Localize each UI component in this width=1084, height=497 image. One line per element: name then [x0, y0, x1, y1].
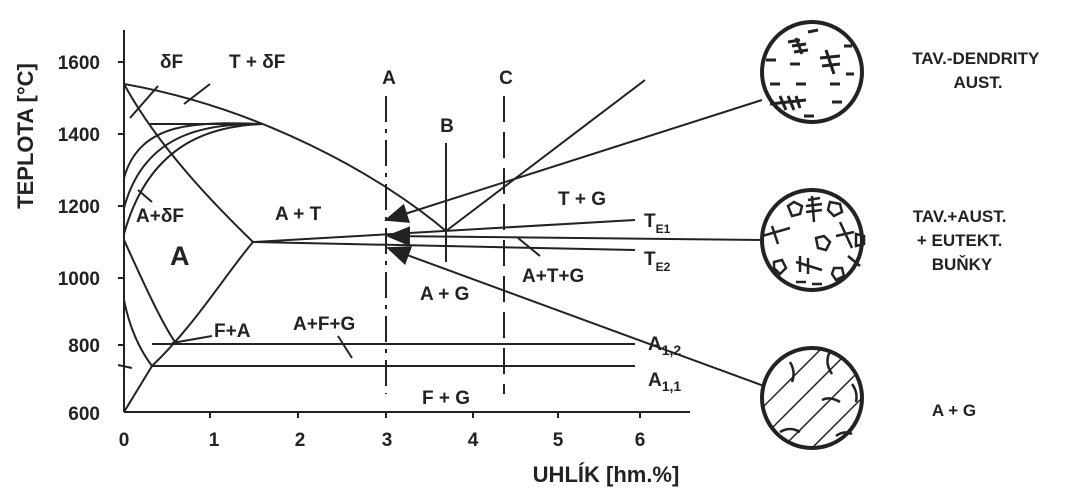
region-labels: δF T + δF A+δF A A + T T + G A+T+G A + G…	[136, 52, 606, 409]
label-a: A	[170, 241, 190, 271]
microstructure-eutectic-cells	[760, 188, 866, 292]
y-tick-label: 600	[68, 404, 100, 425]
x-tick-label: 2	[295, 430, 306, 451]
label-a12: A1,2	[648, 334, 681, 358]
y-axis-title: TEPLOTA [°C]	[13, 63, 38, 209]
liquidus-graphite	[445, 79, 646, 232]
x-tick-label: 5	[553, 430, 564, 451]
structure-arrows	[384, 99, 765, 387]
label-f-plus-g: F + G	[422, 388, 470, 409]
y-tick-label: 1400	[58, 125, 100, 146]
temperature-te2	[252, 241, 636, 251]
y-tick-label: 1200	[58, 197, 100, 218]
delta-ferrite-lower	[123, 123, 263, 235]
label-a-plus-delta-f: A+δF	[136, 206, 184, 227]
x-tick-label: 4	[468, 430, 479, 451]
x-tick-label: 0	[119, 430, 130, 451]
label-t-plus-g: T + G	[558, 189, 606, 210]
label-a11: A1,1	[648, 370, 681, 394]
caption-dendrites: TAV.-DENDRITY AUST.	[912, 49, 1044, 92]
label-te2: TE2	[644, 249, 671, 274]
ferrite-solvus	[123, 299, 153, 367]
structure-circle	[760, 20, 864, 124]
label-leader-a-plus-delta-f	[137, 189, 153, 203]
eutectic-cell-marks	[761, 195, 866, 286]
label-f-plus-a: F+A	[214, 321, 251, 342]
label-a-plus-t: A + T	[275, 204, 322, 225]
austenite-solidus	[123, 83, 254, 243]
x-tick-marks	[209, 412, 641, 418]
y-tick-labels: 600 800 1000 1200 1400 1600	[58, 53, 100, 425]
graphite-flakes	[779, 351, 858, 438]
composition-label-a: A	[382, 68, 396, 89]
y-tick-label: 1600	[58, 53, 100, 74]
a11-tick	[117, 364, 133, 369]
y-tick-label: 800	[68, 336, 100, 357]
x-axis-title: UHLÍK [hm.%]	[533, 462, 680, 487]
caption-austenite-graphite: A + G	[932, 401, 976, 420]
dendrite-marks	[766, 28, 854, 118]
x-tick-label: 3	[382, 430, 393, 451]
phase-boundaries	[117, 79, 646, 413]
microstructure-austenite-graphite	[760, 346, 864, 450]
a3-line	[123, 239, 176, 343]
composition-label-b: B	[440, 116, 454, 137]
label-a-plus-f-plus-g: A+F+G	[293, 314, 355, 335]
arrow-austenite-graphite	[386, 246, 765, 387]
composition-lines	[385, 96, 505, 394]
arrow-eutectic-cells	[386, 226, 763, 247]
delta-ferrite-tick	[129, 85, 159, 119]
composition-label-c: C	[499, 68, 513, 89]
x-tick-label: 6	[635, 430, 646, 451]
x-tick-labels: 0 1 2 3 4 5 6	[119, 430, 646, 451]
label-a-plus-g: A + G	[420, 284, 469, 305]
label-leader-f-plus-a	[171, 335, 213, 344]
temperature-labels: TE1 TE2 A1,2 A1,1	[644, 211, 681, 394]
axes: 0 1 2 3 4 5 6 600 800 1000 1200 1400 160…	[13, 30, 690, 487]
arrow-liquid-dendrites	[384, 99, 763, 223]
liquidus-left	[123, 83, 447, 232]
y-tick-marks	[118, 61, 124, 346]
temperature-te1	[252, 219, 636, 243]
y-tick-label: 1000	[58, 269, 100, 290]
composition-labels: A B C	[382, 68, 513, 137]
label-t-plus-delta-f: T + δF	[229, 52, 285, 73]
label-a-plus-t-plus-g: A+T+G	[522, 266, 584, 287]
label-te1: TE1	[644, 211, 671, 236]
caption-eutectic-cells: TAV.+AUST. + EUTEKT. BUŇKY	[913, 207, 1011, 274]
label-leader-a-plus-f-plus-g	[337, 335, 353, 359]
label-delta-f: δF	[160, 52, 183, 73]
label-leader-t-plus-delta-f	[183, 83, 211, 105]
microstructure-liquid-dendrites	[760, 20, 864, 124]
acm-line	[151, 241, 254, 367]
ferrite-boundary	[123, 365, 153, 413]
structure-captions: TAV.-DENDRITY AUST. TAV.+AUST. + EUTEKT.…	[912, 49, 1044, 420]
label-leader-a-plus-t-plus-g	[517, 237, 541, 257]
x-tick-label: 1	[209, 430, 220, 451]
